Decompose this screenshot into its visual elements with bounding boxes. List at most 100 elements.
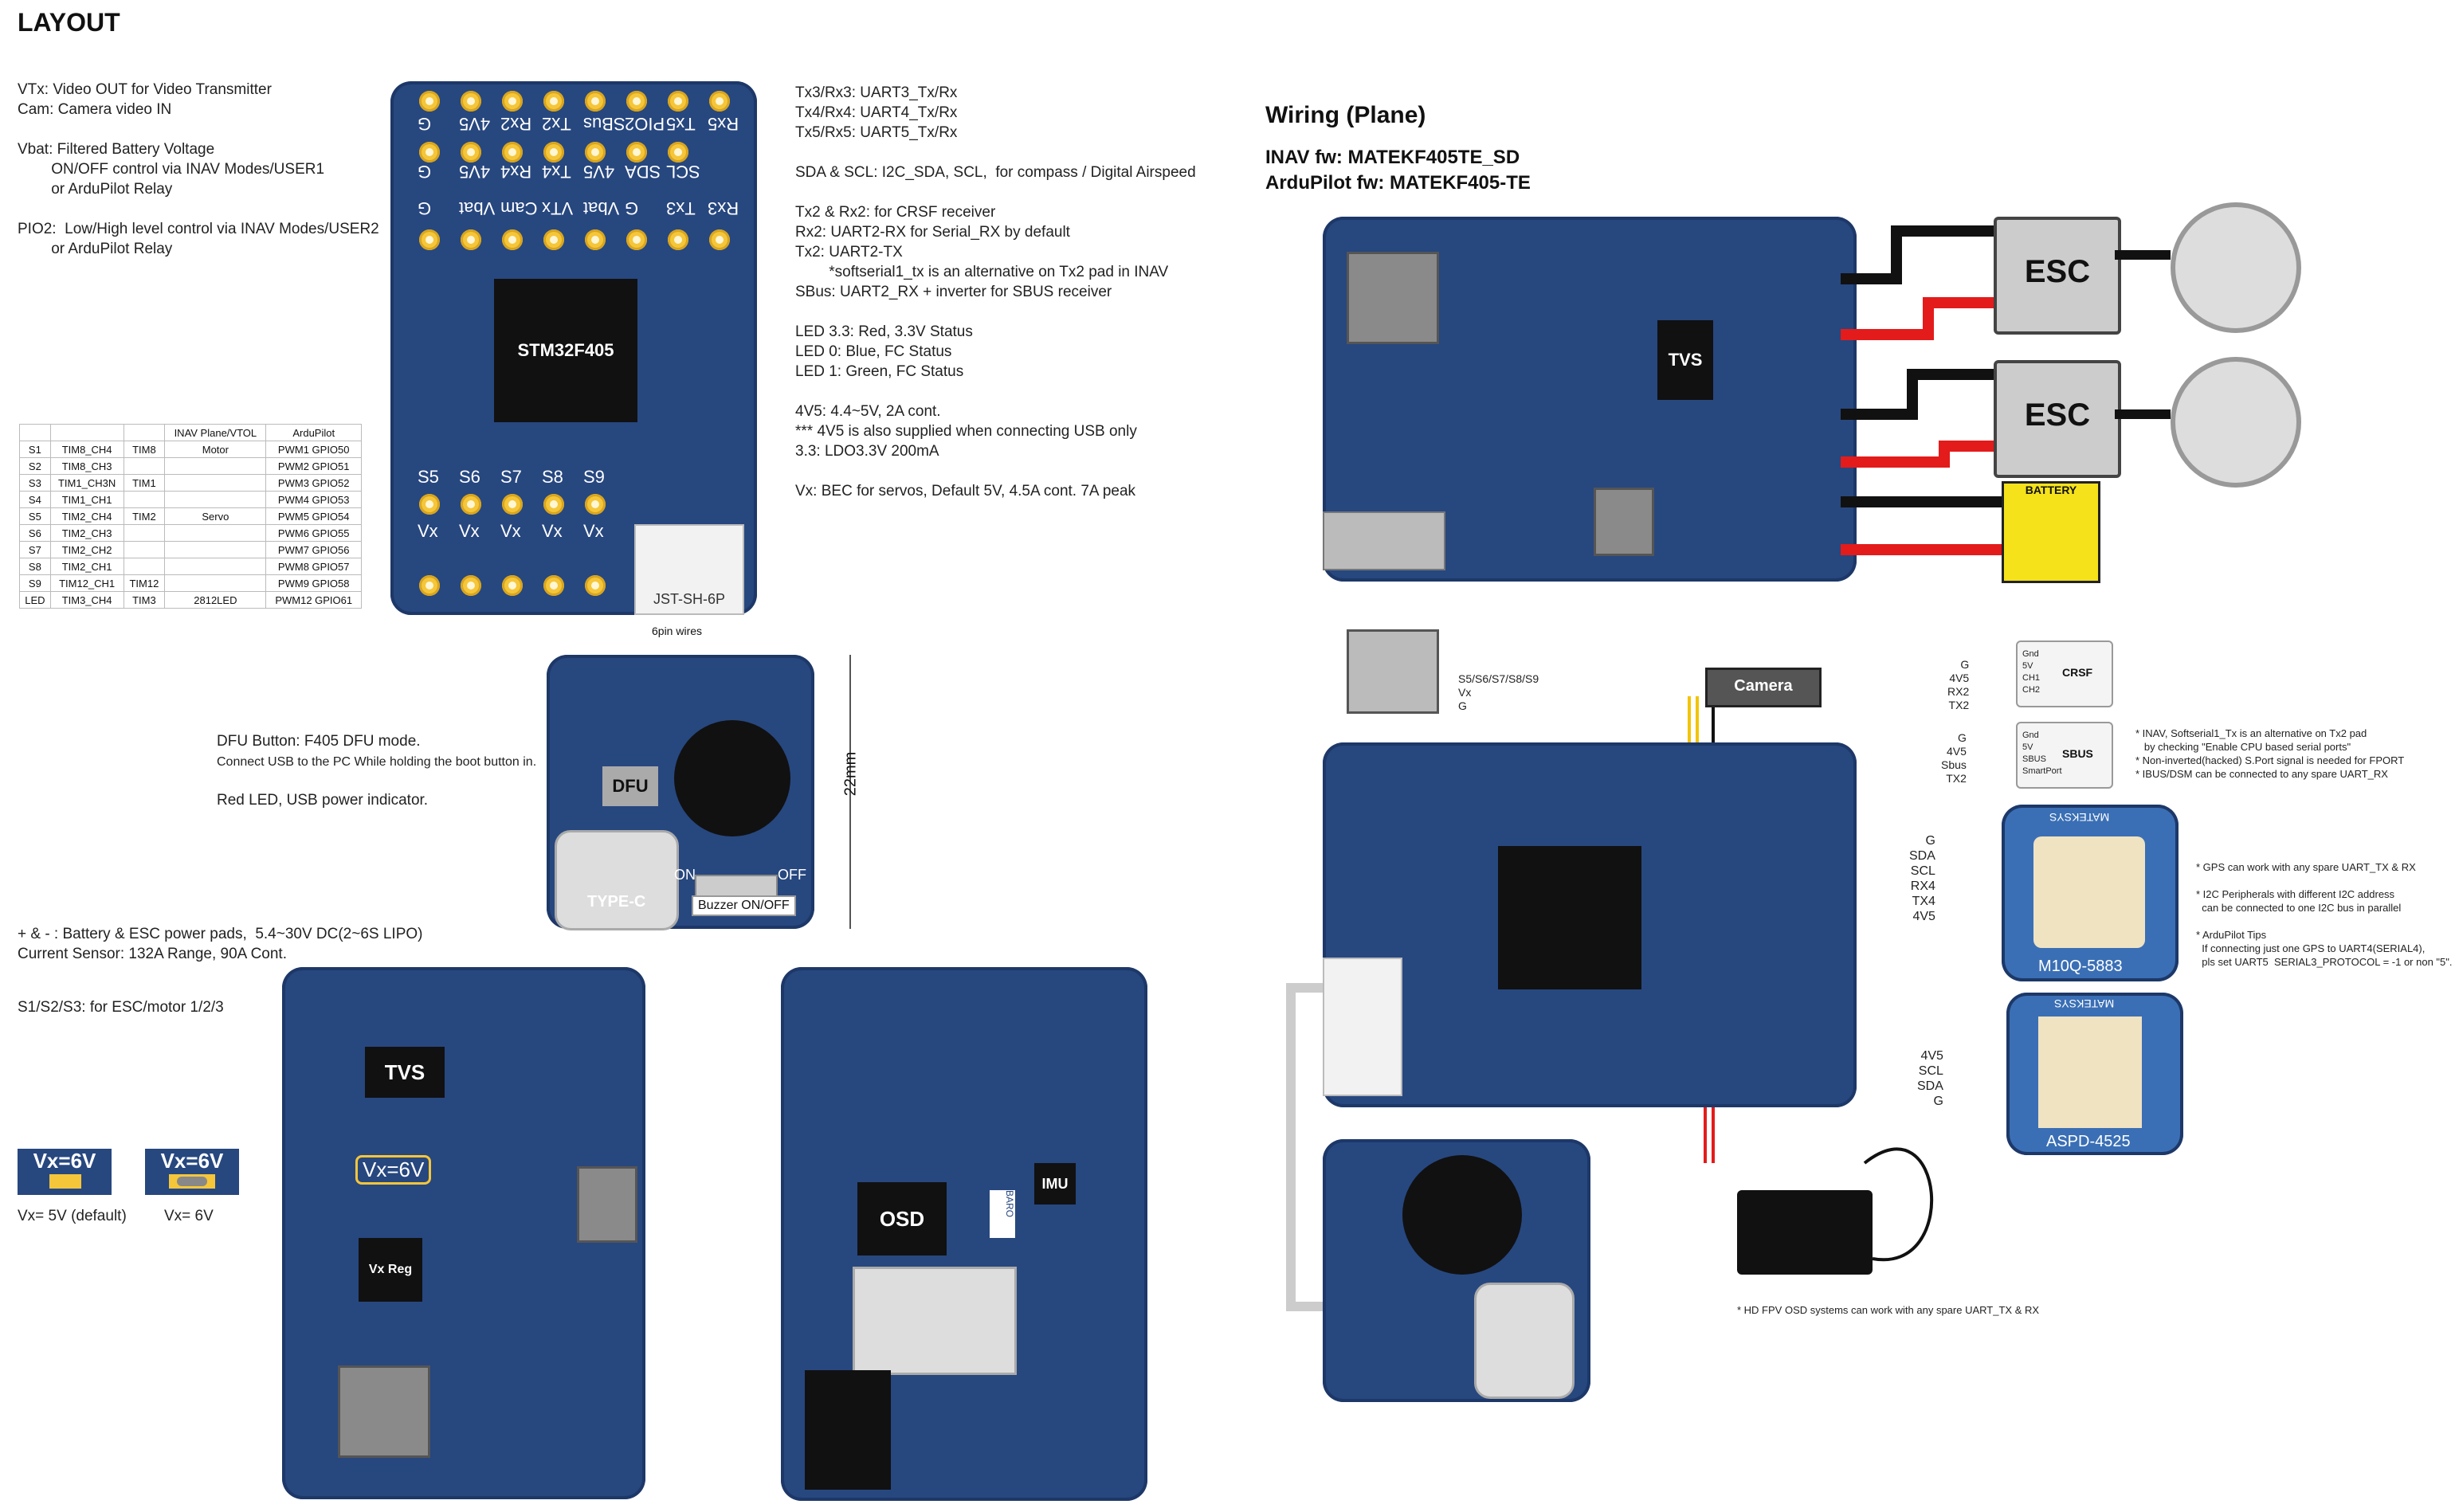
sbus-name: SBUS — [2062, 747, 2093, 760]
pad-label: PIO2 — [625, 114, 665, 134]
pad-label: Vx — [583, 521, 604, 541]
pad-label: Tx4 — [542, 162, 571, 182]
sbus-wire-labels: G 4V5 Sbus TX2 — [1941, 731, 1967, 785]
on-label: ON — [674, 867, 696, 883]
solder-pad — [502, 494, 523, 515]
pad-label: Vbat — [459, 198, 496, 218]
table-cell: S8 — [19, 558, 51, 575]
six-pin-wires-label: 6pin wires — [652, 625, 703, 637]
solder-pad — [668, 91, 688, 112]
table-cell: Motor — [164, 441, 267, 458]
pad-label: SCL — [666, 162, 700, 182]
solder-pad — [502, 91, 523, 112]
wiring-typec[interactable] — [1474, 1283, 1575, 1399]
pad-label: 4V5 — [459, 162, 491, 182]
table-cell: TIM1_CH1 — [49, 491, 124, 508]
pad-label: Tx2 — [542, 114, 571, 134]
table-cell: TIM1_CH3N — [49, 474, 124, 492]
esc-2-label: ESC — [2024, 398, 2091, 433]
table-cell: TIM8 — [123, 441, 166, 458]
solder-pad — [502, 142, 523, 163]
vtx-module — [1737, 1190, 1873, 1275]
table-cell: PWM6 GPIO55 — [265, 524, 362, 542]
table-cell — [123, 558, 166, 575]
size-dimension — [849, 655, 851, 929]
usb-connector-block — [634, 524, 744, 615]
solder-pad — [419, 575, 440, 596]
pad-label: S5 — [418, 467, 439, 487]
usb-typec-port[interactable]: TYPE-C — [555, 830, 679, 930]
pad-label: Rx3 — [708, 198, 739, 218]
motor-1 — [2171, 202, 2301, 333]
wiring-jst-block — [1323, 958, 1402, 1096]
table-cell: S9 — [19, 574, 51, 592]
gps-wire-labels: G SDA SCL RX4 TX4 4V5 — [1909, 834, 1935, 923]
dfu-desc: Connect USB to the PC While holding the … — [217, 755, 537, 769]
dfu-button[interactable]: DFU — [602, 766, 658, 806]
table-cell — [123, 491, 166, 508]
aspd-name: ASPD-4525 — [2046, 1133, 2131, 1150]
solder-pad — [502, 229, 523, 250]
crsf-name: CRSF — [2062, 666, 2093, 679]
table-cell: PWM5 GPIO54 — [265, 507, 362, 525]
table-cell: PWM9 GPIO58 — [265, 574, 362, 592]
table-cell: TIM2_CH2 — [49, 541, 124, 558]
solder-pad — [585, 229, 606, 250]
table-cell: TIM8_CH4 — [49, 441, 124, 458]
battery: BATTERY — [2002, 481, 2100, 583]
solder-pad — [461, 142, 481, 163]
gps-notes: * GPS can work with any spare UART_TX & … — [2196, 861, 2453, 968]
wiring-power-board: TVS — [1323, 217, 1857, 582]
esc-2: ESC — [1994, 360, 2121, 478]
pad-label: S8 — [542, 467, 563, 487]
table-cell: PWM1 GPIO50 — [265, 441, 362, 458]
table-cell: TIM12 — [123, 574, 166, 592]
vx-jumper-6v: Vx=6V — [145, 1149, 239, 1195]
pad-label: Cam — [500, 198, 538, 218]
solder-pad — [461, 575, 481, 596]
table-cell — [123, 524, 166, 542]
solder-pad — [585, 142, 606, 163]
battery-label: BATTERY — [2025, 484, 2077, 496]
solder-pad — [543, 229, 564, 250]
pad-label: Rx5 — [708, 114, 739, 134]
table-cell: S2 — [19, 457, 51, 475]
table-cell: PWM3 GPIO52 — [265, 474, 362, 492]
airspeed-module: MATEKSYS ASPD-4525 — [2006, 993, 2183, 1155]
table-cell: TIM2_CH1 — [49, 558, 124, 575]
table-cell: TIM3 — [123, 591, 166, 609]
solder-pad — [668, 229, 688, 250]
table-cell: PWM12 GPIO61 — [265, 591, 362, 609]
gps-module: MATEKSYS M10Q-5883 — [2002, 805, 2179, 981]
table-cell: Servo — [164, 507, 267, 525]
gps-antenna — [2033, 836, 2145, 948]
table-cell: TIM3_CH4 — [49, 591, 124, 609]
solder-pad — [419, 142, 440, 163]
pad-label: G — [625, 198, 639, 218]
pad-label: Rx4 — [500, 162, 532, 182]
servo-pins: S5/S6/S7/S8/S9 Vx G — [1458, 672, 1539, 712]
pin-table-header: INAV Plane/VTOL — [164, 424, 267, 441]
wiring-tvs-chip: TVS — [1657, 320, 1713, 400]
tvs-chip: TVS — [365, 1047, 445, 1098]
vx-5v-caption: Vx= 5V (default) — [18, 1208, 127, 1224]
wiring-fc-board — [1323, 742, 1857, 1107]
gps-name: M10Q-5883 — [2038, 958, 2123, 975]
solder-pad — [419, 494, 440, 515]
s-note: S1/S2/S3: for ESC/motor 1/2/3 — [18, 999, 224, 1016]
crsf-pins: Gnd 5V CH1 CH2 — [2022, 649, 2041, 695]
mcu-chip: STM32F405 — [494, 279, 637, 422]
pad-label: G — [418, 198, 432, 218]
sd-slot — [853, 1267, 1017, 1375]
table-cell: TIM2 — [123, 507, 166, 525]
sbus-pins: Gnd 5V SBUS SmartPort — [2022, 731, 2062, 776]
aspd-wire-labels: 4V5 SCL SDA G — [1917, 1049, 1943, 1108]
pad-label: Vx — [418, 521, 438, 541]
table-cell — [164, 541, 267, 558]
pad-label: S9 — [583, 467, 605, 487]
table-cell — [164, 491, 267, 508]
